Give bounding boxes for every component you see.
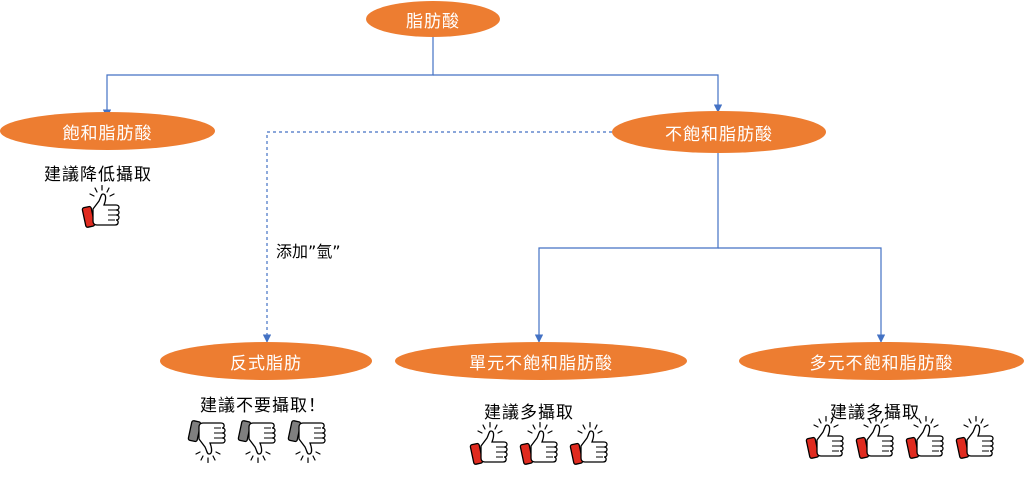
connector-unsat-poly (718, 247, 886, 343)
thumbs-down-icon (236, 417, 280, 467)
note-poly: 建議多攝取 (830, 403, 920, 423)
thumbs-up-icon (804, 415, 848, 466)
thumbs-up-icon (854, 415, 898, 466)
node-fatty-acid: 脂肪酸 (366, 1, 500, 37)
node-trans-fat: 反式脂肪 (160, 342, 372, 380)
thumbs-poly (804, 415, 1004, 466)
note-saturated: 建議降低攝取 (44, 165, 152, 185)
thumbs-up-icon (954, 415, 998, 466)
thumbs-trans (186, 417, 336, 467)
thumbs-saturated (80, 184, 124, 235)
connector-root-saturated (102, 36, 434, 118)
node-saturated-fatty-acid: 飽和脂肪酸 (0, 112, 215, 150)
connector-root-unsaturated (433, 74, 723, 113)
node-unsaturated-fatty-acid: 不飽和脂肪酸 (612, 111, 826, 153)
connector-unsat-trans-dashed (262, 131, 612, 343)
connector-unsat-mono (534, 152, 719, 343)
thumbs-down-icon (186, 417, 230, 467)
edge-label-hydrogenation: 添加”氫” (276, 242, 341, 261)
thumbs-up-icon (80, 184, 124, 235)
thumbs-up-icon (518, 421, 562, 472)
thumbs-down-icon (286, 417, 330, 467)
thumbs-mono (468, 421, 618, 472)
note-mono: 建議多攝取 (484, 403, 574, 423)
note-trans: 建議不要攝取！ (200, 396, 326, 416)
thumbs-up-icon (904, 415, 948, 466)
node-monounsaturated-fatty-acid: 單元不飽和脂肪酸 (395, 342, 687, 380)
thumbs-up-icon (568, 421, 612, 472)
node-polyunsaturated-fatty-acid: 多元不飽和脂肪酸 (739, 342, 1024, 380)
thumbs-up-icon (468, 421, 512, 472)
